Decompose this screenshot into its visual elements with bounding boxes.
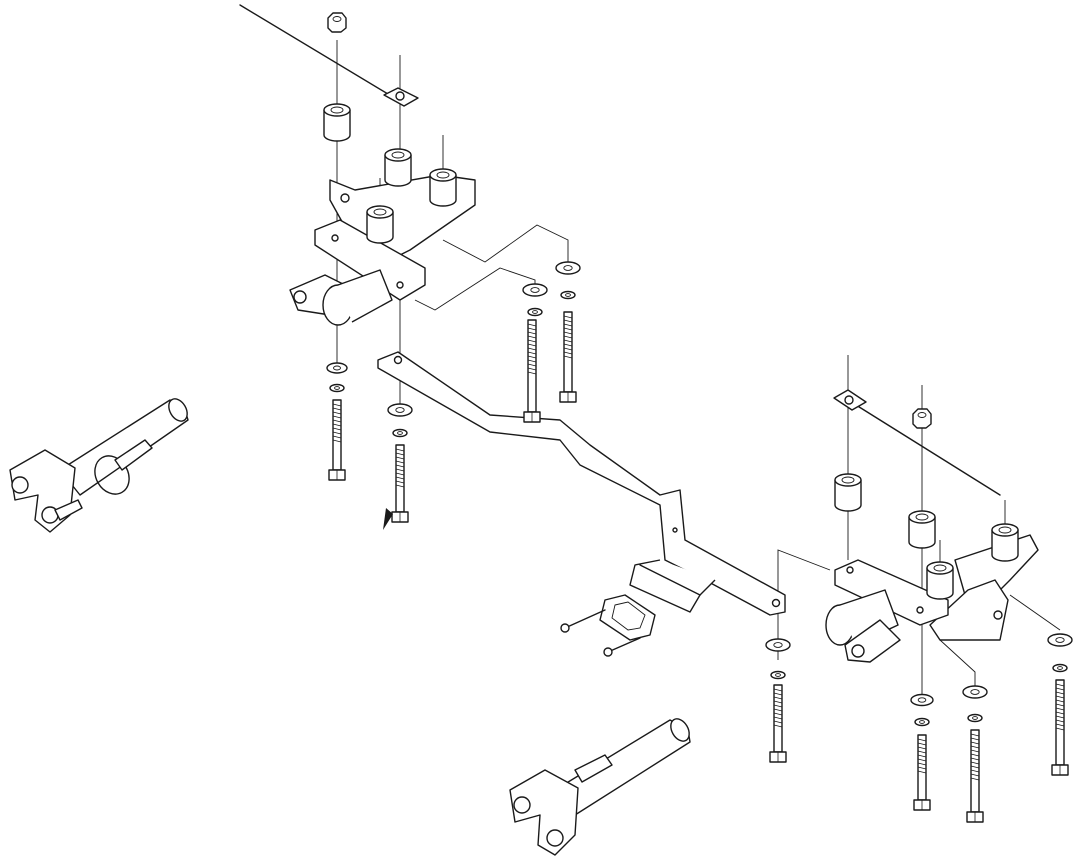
washer [326, 362, 348, 374]
safety-cable-left [239, 4, 419, 107]
bolt [1051, 679, 1069, 776]
washer [522, 283, 548, 297]
spacer [926, 561, 954, 600]
spacer [834, 473, 862, 512]
lock-washer [1052, 663, 1068, 673]
nut [327, 12, 347, 33]
nuts [327, 12, 932, 429]
clevis-pin-bottom [509, 718, 691, 856]
washer [765, 638, 791, 652]
washers [326, 261, 1073, 727]
arrow-marker [383, 508, 393, 530]
spacer [366, 205, 394, 244]
bolt [913, 734, 931, 811]
spacer [429, 168, 457, 207]
spacer [908, 510, 936, 549]
nut [912, 408, 932, 429]
lock-washer [527, 307, 543, 317]
lock-washer [967, 713, 983, 723]
spacer [991, 523, 1019, 562]
lock-washer [329, 383, 345, 393]
washer [910, 693, 934, 707]
lock-washer [914, 717, 930, 727]
bolt [559, 311, 577, 403]
bolt [966, 729, 984, 823]
bolt [328, 399, 346, 481]
bolt [391, 444, 409, 523]
bolts [328, 311, 1069, 823]
spacer [384, 148, 412, 187]
safety-cable-right [833, 389, 1001, 496]
lock-washer [770, 670, 786, 680]
washer [1047, 633, 1073, 647]
washer [387, 403, 413, 417]
wiring-bracket-plate [564, 594, 656, 653]
spacers [323, 103, 1019, 600]
spacer [323, 103, 351, 142]
lock-washer [560, 290, 576, 300]
clevis-pin-left [9, 398, 189, 533]
bolt [769, 684, 787, 763]
crossbar [377, 351, 786, 616]
bolt [523, 319, 541, 423]
lock-washer [392, 428, 408, 438]
washer [555, 261, 581, 275]
leader-lines [336, 40, 1061, 700]
screw-head [603, 647, 613, 657]
washer [962, 685, 988, 699]
screw-head [560, 623, 570, 633]
